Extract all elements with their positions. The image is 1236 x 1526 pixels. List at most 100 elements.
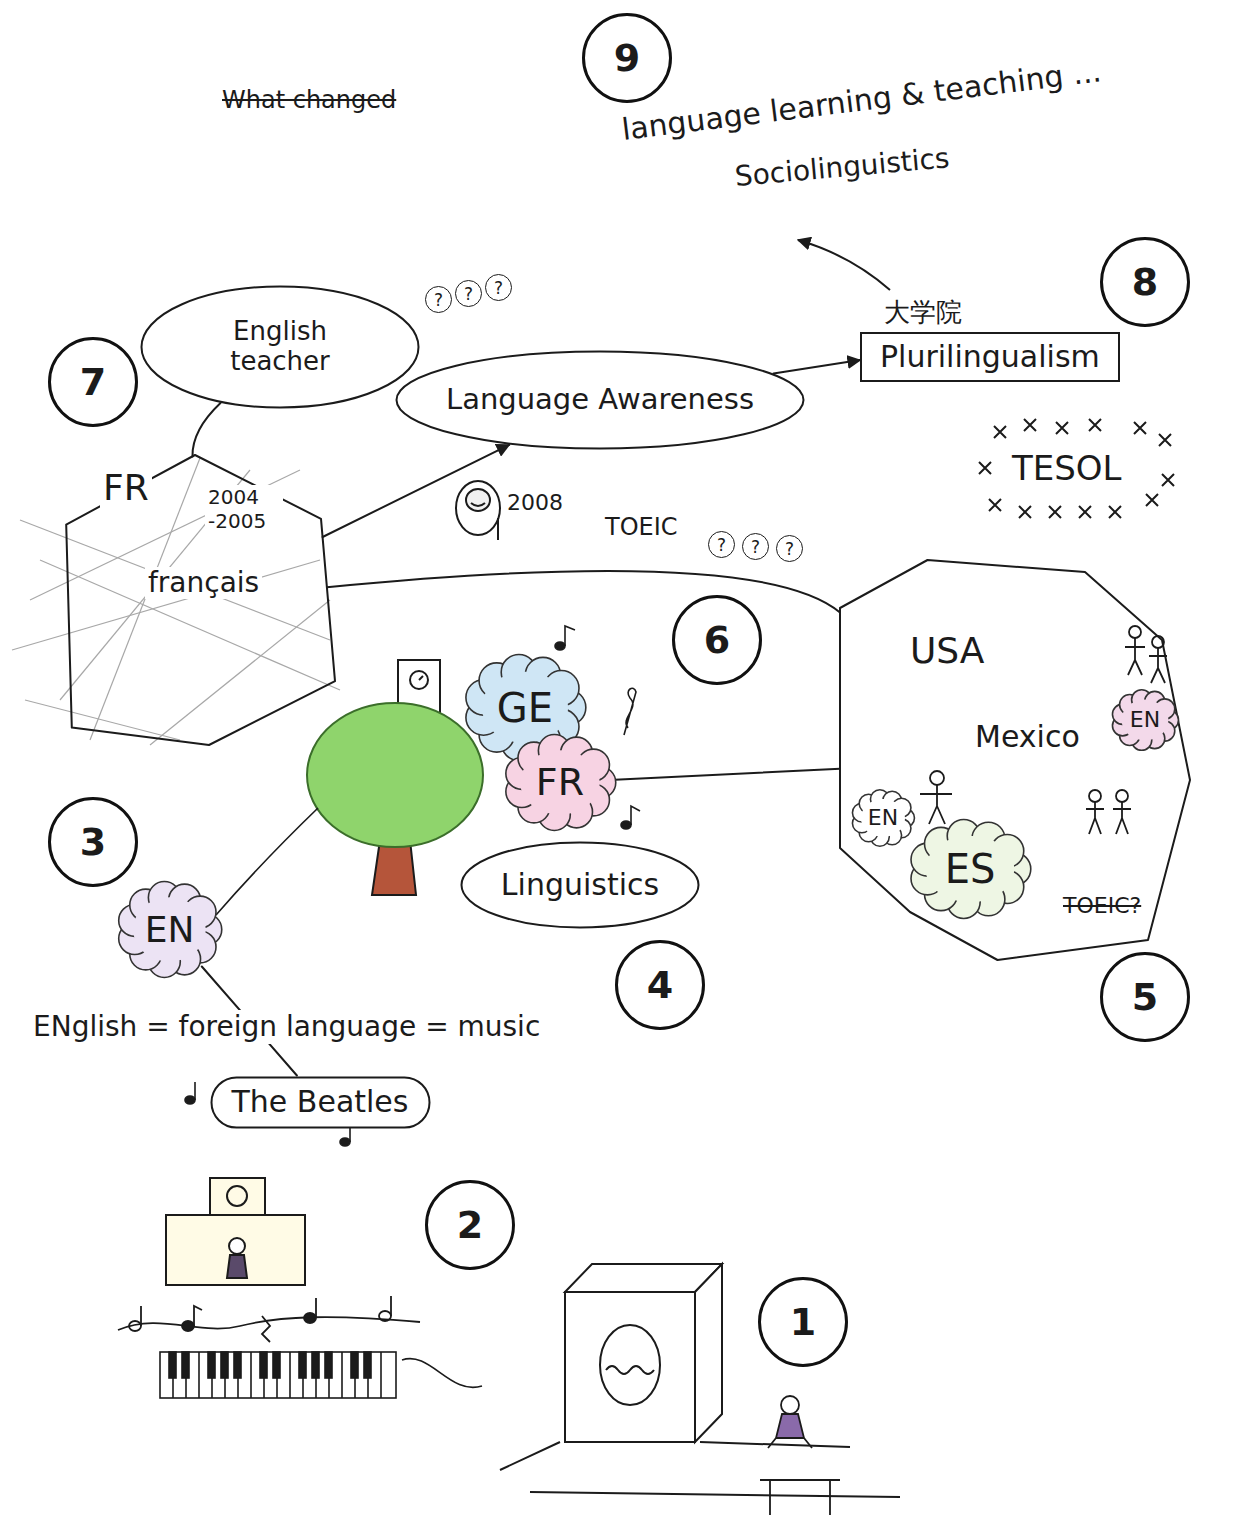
- question-bubble: ?: [485, 274, 512, 301]
- tesol-crosses: [989, 499, 1001, 511]
- tesol-crosses: [979, 462, 991, 474]
- ellipse-outline: [397, 352, 804, 449]
- connector: [192, 403, 220, 456]
- region-label: français: [145, 567, 262, 599]
- tesol-crosses: [979, 419, 1174, 518]
- school-building: [210, 1178, 265, 1215]
- text-slot: USA: [910, 630, 985, 671]
- label-slot: ENglish = foreign language = music: [30, 1010, 543, 1044]
- cloud-fill: [133, 897, 206, 962]
- language-cloud: FR: [505, 735, 615, 830]
- music-notes: [565, 626, 575, 646]
- label-slot: ?: [485, 274, 512, 301]
- piano-keys: [160, 1352, 396, 1398]
- baby-drawing: [471, 503, 485, 506]
- music-notes: [631, 806, 640, 825]
- label-slot: language learning & teaching ...: [620, 53, 1104, 148]
- tesol-crosses: [1109, 506, 1121, 518]
- school-building: [227, 1186, 247, 1206]
- handwritten-note: TESOL: [1012, 448, 1122, 489]
- question-bubble: ?: [708, 531, 735, 558]
- school-building: [227, 1255, 247, 1278]
- usa-figures: [920, 785, 952, 824]
- callout-number: 8: [1100, 237, 1190, 327]
- language-cloud: EN: [118, 882, 221, 977]
- label-slot: ?: [776, 535, 803, 562]
- callout-number: 3: [48, 797, 138, 887]
- connector: [774, 360, 861, 373]
- handwritten-note: language learning & teaching ...: [620, 53, 1104, 148]
- school-building: [229, 1238, 245, 1254]
- callout-number: 4: [615, 940, 705, 1030]
- baby-drawing: [497, 518, 499, 540]
- television-box: [695, 1264, 722, 1442]
- music-staff: [304, 1313, 316, 1323]
- music-notes: [194, 1082, 196, 1100]
- callout-number: 5: [1100, 952, 1190, 1042]
- television-box: [565, 1292, 695, 1442]
- node-label: Linguistics: [501, 868, 659, 903]
- music-notes: [555, 642, 565, 650]
- country-shape: [840, 560, 1190, 960]
- music-notes: [621, 821, 631, 829]
- label-slot: 4: [615, 940, 705, 1030]
- label-slot: ?: [742, 533, 769, 560]
- country-outline: FR français: [55, 455, 335, 745]
- television-box: [500, 1264, 900, 1497]
- language-cloud: EN: [1112, 690, 1178, 750]
- piano-keys: [182, 1352, 189, 1378]
- piano-keys: [325, 1352, 332, 1378]
- region-label: FR: [100, 467, 152, 508]
- cloud-fill: [926, 836, 1015, 903]
- callout-number: 7: [48, 337, 138, 427]
- france-scribbles: [30, 470, 300, 600]
- question-bubble: ?: [742, 533, 769, 560]
- language-cloud: EN: [852, 790, 914, 846]
- child-figure: [781, 1396, 799, 1414]
- text-slot: Mexico: [975, 720, 1080, 755]
- label-slot: 5: [1100, 952, 1190, 1042]
- question-bubble: ?: [425, 286, 452, 313]
- label-slot: 2: [425, 1180, 515, 1270]
- piano-keys: [260, 1352, 267, 1378]
- child-figure: [760, 1480, 840, 1515]
- ellipse-outline: [462, 843, 699, 928]
- en-to-tree-line: [216, 808, 318, 915]
- node-outline: [55, 455, 335, 745]
- television-box: [600, 1325, 660, 1405]
- cloud-fill: [520, 750, 600, 815]
- baby-drawing: [466, 489, 490, 511]
- usa-figures: [930, 771, 944, 785]
- node-label: EN: [1130, 707, 1160, 732]
- label-slot: TOEIC?: [1060, 893, 1144, 919]
- music-notes: [349, 1128, 351, 1142]
- usa-figures: [1116, 790, 1128, 802]
- piano-to-tv-line: [402, 1359, 482, 1388]
- piano-keys: [364, 1352, 371, 1378]
- tesol-crosses: [1146, 494, 1158, 506]
- university-tree: [410, 671, 428, 689]
- heading-label: 大学院: [884, 298, 962, 328]
- rounded-outline: [211, 1077, 429, 1127]
- node-label: English teacher: [185, 317, 375, 377]
- usa-figures: [1089, 790, 1101, 802]
- tesol-crosses: [1162, 474, 1174, 486]
- tesol-crosses: [1056, 422, 1068, 434]
- handwritten-note: TOEIC: [605, 513, 678, 542]
- tesol-crosses: [1089, 419, 1101, 431]
- text-slot: FR: [100, 467, 152, 508]
- callout-number: 9: [582, 13, 672, 103]
- label-slot: ?: [425, 286, 452, 313]
- speech-bubble: English teacher: [140, 285, 420, 409]
- label-slot: TESOL: [1012, 448, 1122, 489]
- television-box: [500, 1442, 900, 1497]
- label-slot: Sociolinguistics: [734, 141, 951, 193]
- concept-ellipse: Linguistics: [460, 841, 700, 929]
- tesol-crosses: [1079, 506, 1091, 518]
- label-slot: ?: [708, 531, 735, 558]
- node-label: The Beatles: [232, 1085, 409, 1120]
- label-slot: 6: [672, 595, 762, 685]
- france-scribbles: [12, 458, 340, 745]
- label-slot: What changed: [222, 86, 396, 115]
